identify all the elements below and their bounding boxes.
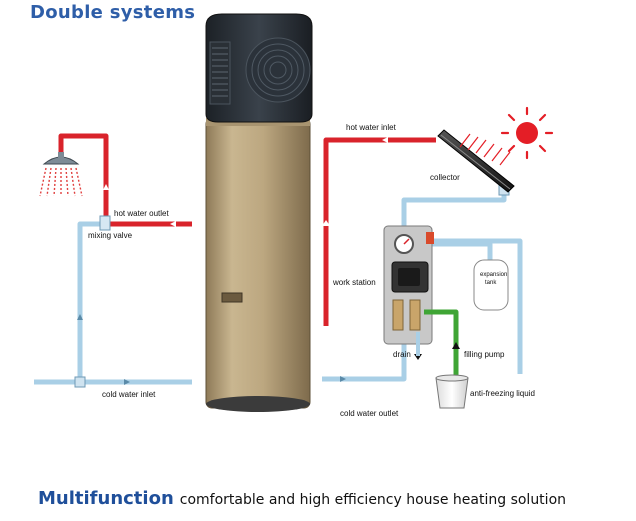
label-cold-water-outlet: cold water outlet xyxy=(340,409,399,418)
mixing-valve-icon xyxy=(99,215,111,231)
cold-up-arrow-icon xyxy=(77,314,83,320)
label-collector: collector xyxy=(430,173,460,182)
label-expansion-tank-line1: expansion xyxy=(480,272,507,278)
cold-outlet-arrow-icon xyxy=(340,376,346,382)
red-left-arrow-icon xyxy=(382,137,388,143)
footer-text: comfortable and high efficiency house he… xyxy=(179,492,567,508)
hot-water-inlet-pipe xyxy=(323,137,436,326)
heat-pump-water-heater xyxy=(205,13,313,412)
red-up-arrow-icon xyxy=(322,220,330,226)
sun-rays-arrows xyxy=(459,133,511,166)
filling-pump-arrow-icon xyxy=(452,342,460,349)
label-anti-freezing-liquid: anti-freezing liquid xyxy=(470,389,535,398)
shower-up-arrow-icon xyxy=(103,184,109,190)
label-hot-water-outlet: hot water outlet xyxy=(114,209,169,218)
solar-collector xyxy=(437,129,515,193)
footer-heading: Multifunction xyxy=(38,488,174,509)
cold-inlet-arrow-icon xyxy=(124,379,130,385)
anti-freezing-bucket-icon xyxy=(435,374,469,409)
tee-fitting-icon xyxy=(74,376,86,388)
work-station-unit xyxy=(383,225,434,345)
label-hot-water-inlet: hot water inlet xyxy=(346,123,397,132)
mixing-valve-cold-pipe xyxy=(34,221,192,385)
label-work-station: work station xyxy=(332,278,376,287)
label-cold-water-inlet: cold water inlet xyxy=(102,390,156,399)
hot-outlet-arrow-icon xyxy=(170,221,176,227)
water-spray-icon xyxy=(39,167,83,197)
footer-caption: Multifunction comfortable and high effici… xyxy=(38,488,566,509)
label-filling-pump: filling pump xyxy=(464,350,505,359)
expansion-tank-icon xyxy=(473,259,509,311)
shower-hot-pipe xyxy=(58,133,192,227)
glycol-fill-pipe xyxy=(424,309,459,378)
collector-return-pipe xyxy=(322,190,523,382)
label-drain: drain xyxy=(393,350,411,359)
sun-icon xyxy=(500,106,554,160)
shower-head-icon xyxy=(42,152,80,165)
page-title: Double systems xyxy=(30,2,196,23)
label-expansion-tank-line2: tank xyxy=(485,280,497,286)
label-mixing-valve: mixing valve xyxy=(88,231,133,240)
